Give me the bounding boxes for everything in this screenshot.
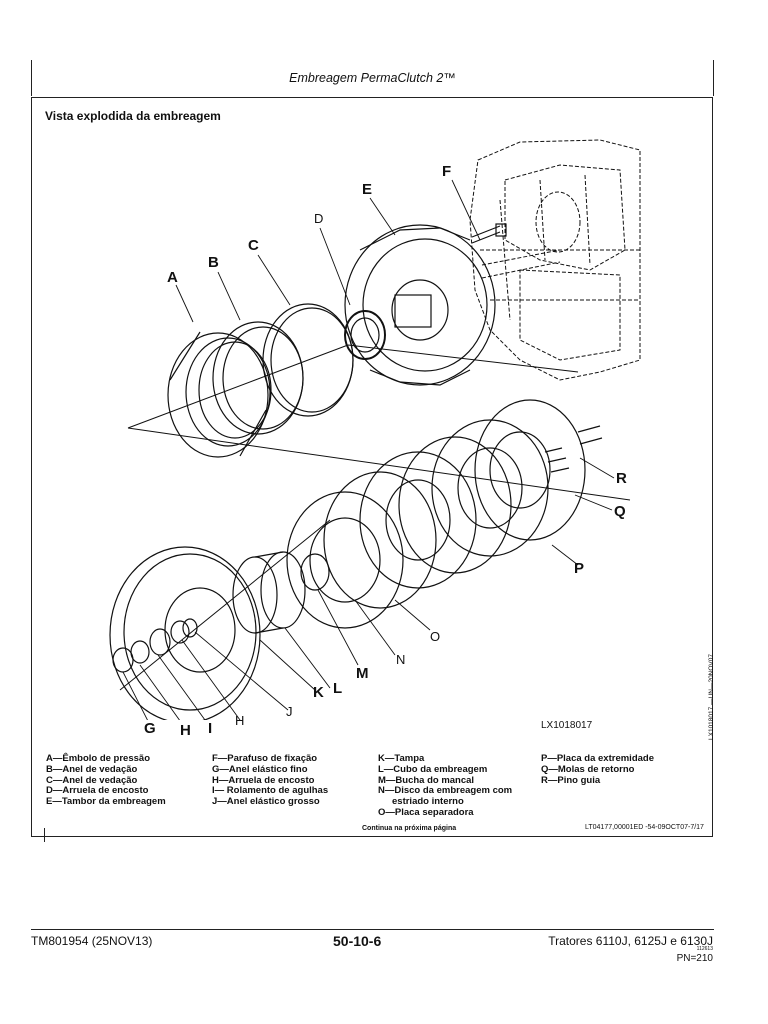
needle-bearing-i [149, 628, 171, 656]
legend-item: D—Arruela de encosto [46, 785, 149, 797]
callout-n: N [396, 652, 406, 667]
callout-d: D [314, 211, 324, 226]
callout-m: M [356, 665, 369, 682]
legend-item: A—Êmbolo de pressão [46, 753, 150, 764]
clutch-drum-e [344, 224, 496, 386]
legend-item: B—Anel de vedação [46, 763, 138, 775]
callout-j: J [286, 704, 293, 719]
snap-ring-g [112, 647, 134, 673]
lower-plane [119, 519, 331, 691]
legend-item-continuation: estriado interno [392, 796, 464, 808]
callout-c: C [248, 237, 259, 254]
legend-item: I— Rolamento de agulhas [212, 785, 329, 797]
continued-note: Continua na próxima página [362, 825, 457, 832]
legend-column-4: P—Placa da extremidade Q—Molas de retorn… [541, 753, 654, 786]
legend-item: E—Tambor da embreagem [46, 796, 166, 808]
callout-r: R [616, 470, 627, 487]
header-rule-right [713, 60, 714, 96]
legend-item: N—Disco da embreagem com [378, 785, 513, 797]
reference-code: LT04177,00001ED -54-09OCT07-7/17 [585, 824, 704, 831]
page-header-title: Embreagem PermaClutch 2™ [289, 71, 456, 85]
clutch-hub-l [232, 551, 306, 634]
frame-tick [44, 828, 45, 842]
legend-item: H—Arruela de encosto [212, 774, 315, 786]
leader-lines [122, 179, 615, 720]
footer-rule [31, 929, 714, 930]
callout-g: G [144, 720, 156, 737]
legend-item: K—Tampa [378, 753, 425, 764]
return-springs-q [544, 447, 570, 473]
pressure-piston [167, 331, 272, 458]
callout-q: Q [614, 503, 626, 520]
snap-ring-j [182, 618, 198, 638]
footer-product: Tratores 6110J, 6125J e 6130J [548, 934, 713, 948]
callout-l: L [333, 680, 343, 697]
cover-k [109, 546, 261, 720]
exploded-view-diagram [109, 139, 641, 720]
legend-column-1: A—Êmbolo de pressão B—Anel de vedação C—… [46, 753, 166, 808]
legend-item: L—Cubo da embreagem [378, 763, 488, 775]
callout-f: F [442, 163, 452, 180]
callout-o: O [430, 629, 441, 644]
legend-item: G—Anel elástico fino [212, 763, 308, 775]
figure-frame [31, 97, 713, 837]
callout-h-2: H [235, 713, 245, 728]
legend-item: Q—Molas de retorno [541, 763, 635, 775]
callout-p: P [574, 560, 585, 577]
legend-item: F—Parafuso de fixação [212, 753, 318, 764]
legend-item: C—Anel de vedação [46, 774, 138, 786]
callout-k: K [313, 684, 324, 701]
footer-small-code: 112613 [696, 946, 713, 952]
cap-screw-f [471, 223, 507, 244]
figure-id: LX1018017 [541, 720, 593, 731]
legend-item: R—Pino guia [541, 774, 601, 786]
callout-e: E [362, 181, 373, 198]
legend-item: P—Placa da extremidade [541, 753, 654, 764]
figure-title: Vista explodida da embreagem [45, 109, 221, 123]
callout-a: A [167, 269, 178, 286]
footer-doc-id: TM801954 (25NOV13) [31, 934, 153, 948]
legend-item: O—Placa separadora [378, 806, 474, 818]
vertical-figure-code: LX1018017 —UN—20NOV07 [708, 654, 715, 740]
header-rule-left [31, 60, 32, 96]
callout-i: I [208, 720, 213, 737]
legend-column-3: K—Tampa L—Cubo da embreagem M—Bucha do m… [378, 753, 513, 819]
callout-h: H [180, 722, 191, 739]
thrust-washer-h [130, 640, 150, 664]
thrust-washer-h2 [170, 620, 190, 644]
legend-item: J—Anel elástico grosso [212, 796, 320, 808]
transmission-housing [469, 139, 641, 381]
callout-b: B [208, 254, 219, 271]
clutch-disc-pack [286, 419, 549, 629]
footer-page-number: 50-10-6 [333, 933, 382, 949]
guide-pins-r [577, 425, 603, 445]
end-plate-p [474, 399, 586, 541]
seal-ring-b [212, 321, 304, 435]
bearing-bushing-m [300, 553, 330, 591]
footer-pn: PN=210 [676, 953, 713, 964]
legend-item: M—Bucha do mancal [378, 774, 475, 786]
legend-column-2: F—Parafuso de fixação G—Anel elástico fi… [212, 753, 329, 808]
